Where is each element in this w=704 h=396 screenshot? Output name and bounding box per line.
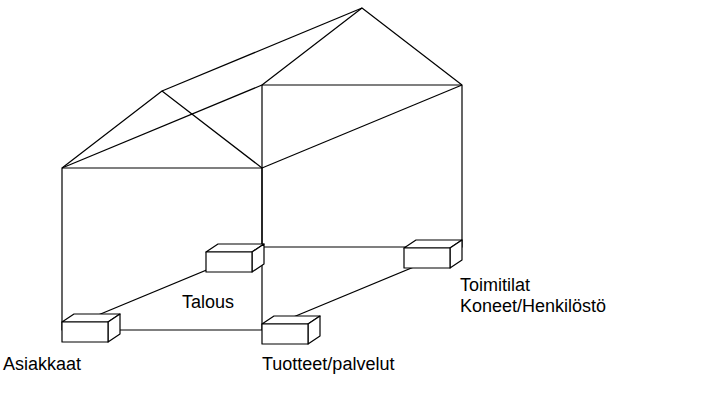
corner-label: Asiakkaat — [3, 354, 81, 375]
foundation-block — [62, 314, 120, 342]
floor-edge — [62, 247, 262, 330]
floor-edge — [262, 247, 462, 330]
front-gable — [62, 91, 262, 168]
eave-line — [262, 85, 462, 168]
block-front — [404, 248, 450, 268]
foundation-block — [206, 244, 264, 272]
block-side — [450, 240, 462, 268]
back-wall — [262, 85, 462, 247]
roof-ridge — [162, 8, 362, 91]
foundation-block — [404, 240, 462, 268]
corner-label: Tuotteet/palvelut — [262, 354, 394, 375]
block-side — [308, 316, 320, 344]
back-gable — [262, 8, 462, 85]
floor-label: Talous — [182, 292, 234, 313]
foundation-block — [262, 316, 320, 344]
corner-label: Toimitilat Koneet/Henkilöstö — [460, 275, 635, 317]
block-front — [62, 322, 108, 342]
block-front — [206, 252, 252, 272]
block-front — [262, 324, 308, 344]
block-side — [108, 314, 120, 342]
eave-line — [62, 85, 262, 168]
block-side — [252, 244, 264, 272]
